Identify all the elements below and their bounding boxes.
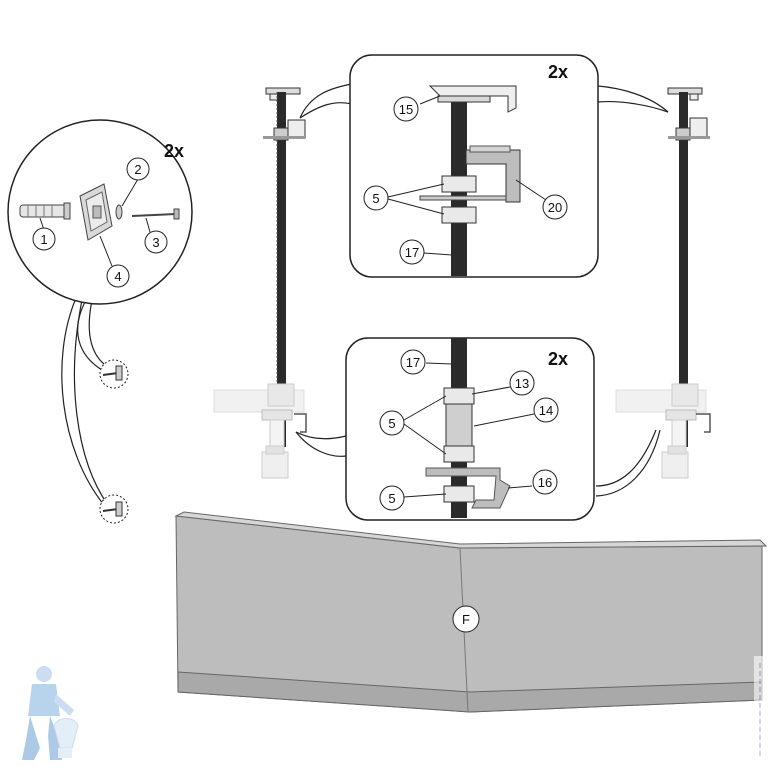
part-label-17-upper bbox=[399, 239, 425, 265]
svg-text:3: 3 bbox=[152, 235, 159, 250]
screw-icon bbox=[131, 208, 180, 220]
part-label-2 bbox=[126, 157, 150, 181]
anchor-kit-multiplier: 2x bbox=[164, 141, 184, 161]
svg-text:13: 13 bbox=[515, 376, 529, 391]
left-rod-assembly bbox=[213, 87, 307, 479]
svg-text:2: 2 bbox=[134, 162, 141, 177]
panel-label bbox=[452, 605, 480, 633]
washer-icon bbox=[115, 204, 123, 220]
right-rod-assembly bbox=[615, 87, 711, 479]
lower-detail-callout: 2x 17 13 5 14 5 16 bbox=[345, 337, 595, 521]
plumber-logo bbox=[22, 666, 79, 760]
part-label-14 bbox=[533, 397, 559, 423]
upper-detail-multiplier: 2x bbox=[548, 62, 568, 82]
svg-text:17: 17 bbox=[405, 245, 419, 260]
svg-text:5: 5 bbox=[388, 416, 395, 431]
part-label-5-lower-pair bbox=[379, 410, 405, 436]
upper-detail-callout: 2x 15 5 20 17 bbox=[349, 54, 599, 278]
svg-text:16: 16 bbox=[538, 475, 552, 490]
svg-text:14: 14 bbox=[539, 403, 553, 418]
svg-text:1: 1 bbox=[40, 232, 47, 247]
part-label-13 bbox=[509, 370, 535, 396]
svg-text:5: 5 bbox=[388, 491, 395, 506]
svg-text:20: 20 bbox=[548, 200, 562, 215]
dowel-icon bbox=[19, 202, 71, 220]
part-label-17-lower bbox=[400, 349, 426, 375]
wall-anchor-marker-upper bbox=[99, 359, 129, 389]
svg-text:17: 17 bbox=[406, 355, 420, 370]
anchor-kit-callout: 2x 1 2 3 bbox=[7, 119, 193, 305]
part-label-15 bbox=[393, 96, 419, 122]
bracket-icon bbox=[79, 183, 113, 241]
right-threaded-rod bbox=[679, 92, 688, 447]
svg-text:15: 15 bbox=[399, 102, 413, 117]
watermark bbox=[754, 656, 766, 760]
part-label-3 bbox=[144, 230, 168, 254]
svg-text:F: F bbox=[462, 612, 470, 627]
part-label-5-upper bbox=[363, 185, 389, 211]
front-panel: F bbox=[174, 511, 768, 713]
svg-text:5: 5 bbox=[372, 191, 379, 206]
part-label-20 bbox=[542, 194, 568, 220]
leader-curves bbox=[61, 83, 669, 506]
part-label-16 bbox=[532, 469, 558, 495]
part-label-5-bottom bbox=[379, 485, 405, 511]
wall-anchor-marker-lower bbox=[99, 494, 129, 524]
lower-detail-multiplier: 2x bbox=[548, 349, 568, 369]
part-label-1 bbox=[32, 227, 56, 251]
left-threaded-rod bbox=[277, 92, 286, 447]
part-label-4 bbox=[106, 264, 130, 288]
svg-text:4: 4 bbox=[114, 269, 121, 284]
